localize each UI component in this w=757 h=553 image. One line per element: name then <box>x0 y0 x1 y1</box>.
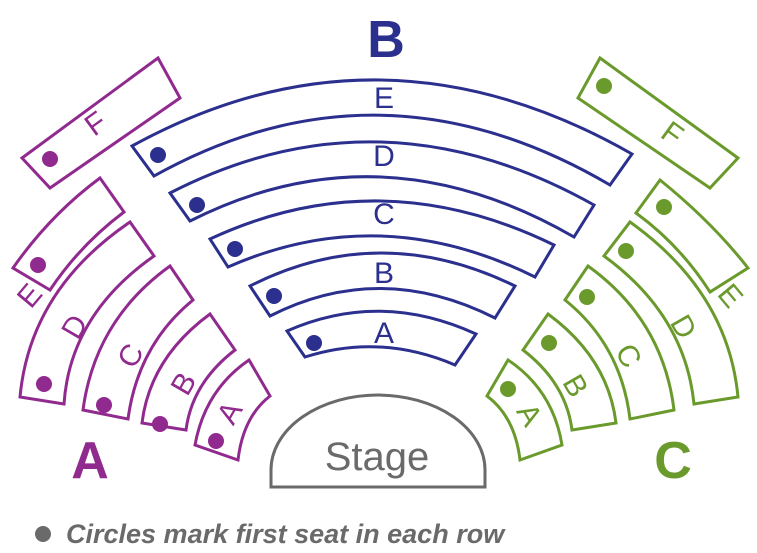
row-label: E <box>11 278 49 315</box>
first-seat-marker <box>618 243 634 259</box>
first-seat-marker <box>36 376 52 392</box>
section-b-row-e[interactable] <box>129 78 635 187</box>
legend-text: Circles mark first seat in each row <box>66 519 506 549</box>
section-a-row-c[interactable] <box>81 263 196 421</box>
row-label: C <box>608 338 647 373</box>
row-label: D <box>55 309 94 344</box>
first-seat-marker <box>306 335 322 351</box>
row-label: D <box>663 309 702 344</box>
first-seat-marker <box>579 289 595 305</box>
row-label: A <box>374 317 394 350</box>
section-b-row-b[interactable] <box>247 251 518 320</box>
row-label: B <box>374 257 394 290</box>
section-a-row-a[interactable] <box>193 357 272 463</box>
section-a-row-b[interactable] <box>140 311 238 432</box>
row-label: C <box>111 338 150 373</box>
first-seat-marker <box>96 397 112 413</box>
stage: Stage <box>269 393 487 489</box>
row-label: A <box>510 398 549 432</box>
row-label: D <box>373 140 395 173</box>
stage-label: Stage <box>325 435 430 479</box>
section-a: F E D C B A A <box>10 55 272 490</box>
section-b-row-c[interactable] <box>207 199 557 279</box>
first-seat-marker <box>150 147 166 163</box>
first-seat-marker <box>152 416 168 432</box>
first-seat-marker <box>227 241 243 257</box>
stage-shape[interactable] <box>269 393 487 489</box>
first-seat-marker <box>541 335 557 351</box>
first-seat-marker <box>266 288 282 304</box>
first-seat-marker <box>500 381 516 397</box>
section-c-row-c[interactable] <box>562 263 676 421</box>
section-b: E D C B A B <box>129 11 635 367</box>
section-b-row-a[interactable] <box>284 309 479 367</box>
section-a-label: A <box>71 432 109 490</box>
first-seat-marker <box>596 78 612 94</box>
section-a-row-d[interactable] <box>18 219 157 406</box>
first-seat-marker <box>189 197 205 213</box>
row-label: F <box>655 115 689 152</box>
first-seat-marker <box>656 199 672 215</box>
section-c-label: C <box>654 432 692 490</box>
first-seat-marker <box>208 433 224 449</box>
row-label: E <box>711 278 749 315</box>
section-a-row-e[interactable] <box>10 175 127 293</box>
row-label: E <box>374 82 394 115</box>
first-seat-marker <box>42 151 58 167</box>
circle-icon <box>35 526 51 542</box>
legend: Circles mark first seat in each row <box>35 519 506 549</box>
section-a-row-f[interactable] <box>19 55 182 190</box>
row-label: A <box>211 396 250 430</box>
section-c-row-b[interactable] <box>520 311 618 432</box>
section-c-row-e[interactable] <box>633 177 751 295</box>
section-c-row-a[interactable] <box>485 357 564 463</box>
section-b-row-d[interactable] <box>167 140 597 240</box>
row-label: C <box>373 198 395 231</box>
section-c-row-f[interactable] <box>576 55 741 190</box>
section-b-label: B <box>367 11 405 69</box>
section-c-row-d[interactable] <box>601 219 740 406</box>
first-seat-marker <box>30 257 46 273</box>
